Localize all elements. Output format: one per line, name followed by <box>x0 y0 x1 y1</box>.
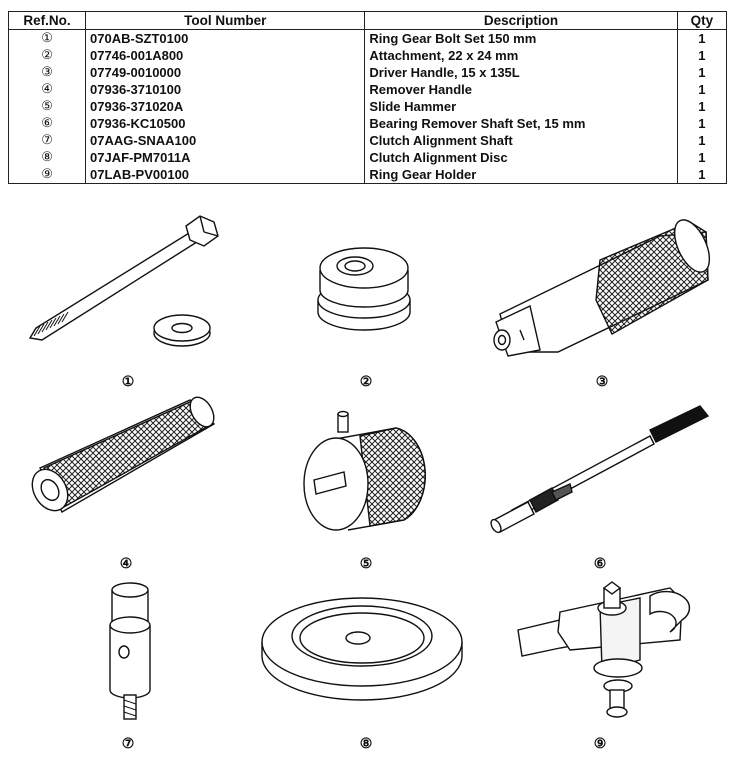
tool-number-cell: 070AB-SZT0100 <box>85 29 366 47</box>
description-cell: Bearing Remover Shaft Set, 15 mm <box>364 115 678 132</box>
figure-label: ④ <box>119 556 133 572</box>
description-cell: Remover Handle <box>364 81 678 98</box>
bolt-and-washer-icon <box>28 215 219 347</box>
figure-label: ⑧ <box>359 736 373 752</box>
tool-number-cell: 07LAB-PV00100 <box>85 166 366 184</box>
qty-cell: 1 <box>676 64 728 81</box>
description-cell: Clutch Alignment Shaft <box>364 132 678 149</box>
qty-cell: 1 <box>676 98 728 115</box>
tool-number-cell: 07936-371020A <box>85 98 366 115</box>
qty-cell: 1 <box>676 166 728 184</box>
figure-label: ⑤ <box>359 556 373 572</box>
tool-number-cell: 07936-KC10500 <box>85 115 366 132</box>
figure-label: ⑥ <box>593 556 607 572</box>
figure-label: ① <box>121 374 135 390</box>
attachment-icon <box>317 247 411 331</box>
figure-label: ② <box>359 374 373 390</box>
qty-cell: 1 <box>676 115 728 132</box>
description-cell: Driver Handle, 15 x 135L <box>364 64 678 81</box>
tool-number-cell: 07749-0010000 <box>85 64 366 81</box>
tool-number-cell: 07JAF-PM7011A <box>85 149 366 166</box>
bearing-remover-shaft-icon <box>490 405 710 534</box>
tool-number-cell: 07746-001A800 <box>85 47 366 64</box>
header-description: Description <box>364 11 678 30</box>
tool-number-cell: 07AAG-SNAA100 <box>85 132 366 149</box>
tool-number-cell: 07936-3710100 <box>85 81 366 98</box>
driver-handle-icon <box>493 219 711 357</box>
description-cell: Clutch Alignment Disc <box>364 149 678 166</box>
qty-cell: 1 <box>676 29 728 47</box>
figure-label: ⑨ <box>593 736 607 752</box>
figure-label: ⑦ <box>121 736 135 752</box>
header-ref-no: Ref.No. <box>7 11 87 30</box>
table-header-row: Ref.No. Tool Number Description Qty <box>7 11 728 30</box>
qty-cell: 1 <box>676 81 728 98</box>
header-tool-number: Tool Number <box>85 11 366 30</box>
figure-label: ③ <box>595 374 609 390</box>
qty-cell: 1 <box>676 149 728 166</box>
slide-hammer-icon <box>303 410 426 531</box>
description-cell: Slide Hammer <box>364 98 678 115</box>
ring-gear-holder-icon <box>517 581 691 718</box>
clutch-alignment-disc-icon <box>261 597 463 701</box>
description-cell: Ring Gear Bolt Set 150 mm <box>364 29 678 47</box>
remover-handle-icon <box>31 396 216 513</box>
clutch-alignment-shaft-icon <box>109 582 151 720</box>
qty-cell: 1 <box>676 132 728 149</box>
qty-cell: 1 <box>676 47 728 64</box>
header-qty: Qty <box>676 11 728 30</box>
description-cell: Ring Gear Holder <box>364 166 678 184</box>
